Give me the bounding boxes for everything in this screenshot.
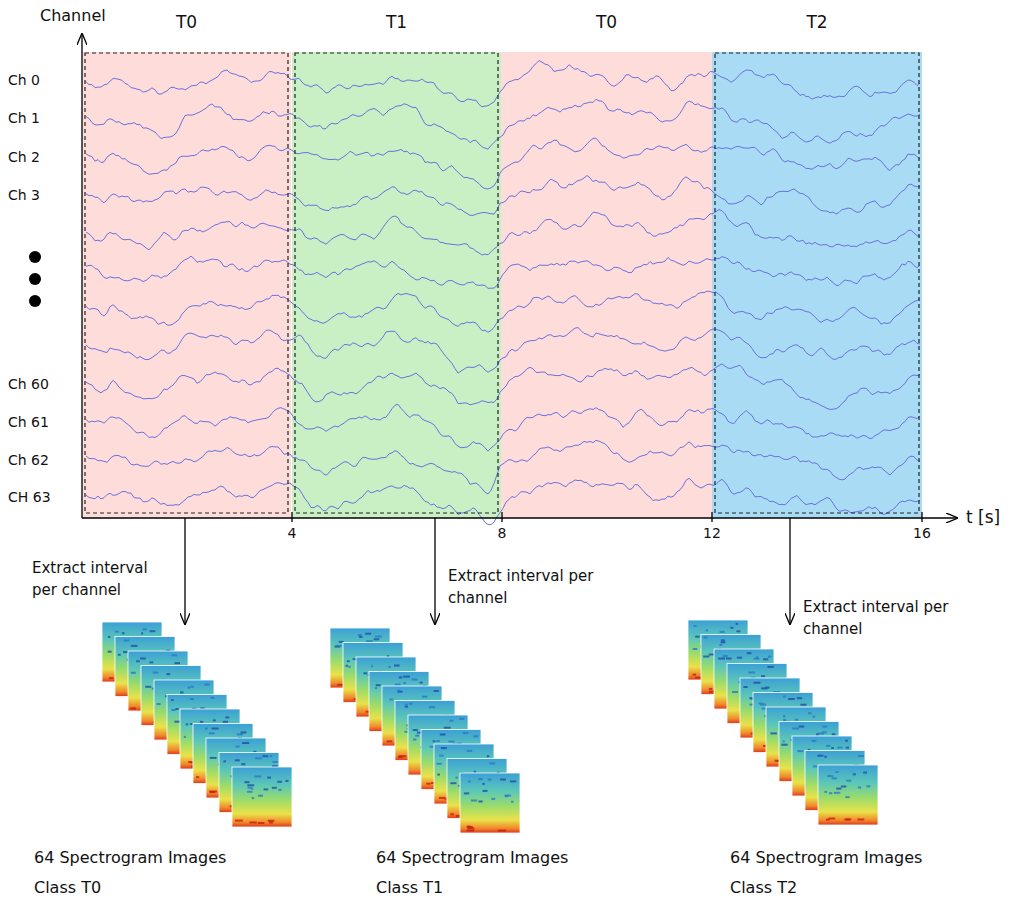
- channel-label: Ch 1: [8, 110, 40, 126]
- edge-label: Extract interval per channel: [448, 566, 598, 610]
- time-band-fill: [82, 52, 291, 518]
- eeg-trace: [86, 404, 920, 451]
- spectrogram-image: [460, 773, 520, 833]
- class-header: T0: [82, 12, 291, 32]
- eeg-trace: [86, 210, 920, 256]
- channel-label: Ch 61: [8, 414, 49, 430]
- channel-label: CH 63: [8, 489, 51, 505]
- eeg-trace: [86, 256, 920, 288]
- eeg-trace: [86, 61, 920, 107]
- extract-arrow: [434, 518, 435, 624]
- edge-label: Extract interval per channel: [803, 597, 953, 641]
- eeg-trace: [86, 328, 920, 374]
- class-label: Class T1: [376, 878, 443, 897]
- class-header: T1: [292, 12, 501, 32]
- channel-label: Ch 62: [8, 452, 49, 468]
- stack-caption: 64 Spectrogram Images: [730, 848, 922, 867]
- time-band: T0: [82, 52, 291, 518]
- time-band: T0: [501, 52, 712, 518]
- extract-window: [295, 53, 498, 513]
- channel-label: Ch 3: [8, 187, 40, 203]
- class-label: Class T2: [730, 878, 797, 897]
- eeg-trace: [86, 138, 920, 189]
- extract-arrow: [184, 518, 185, 624]
- extract-arrow: [789, 518, 790, 624]
- edge-label: Extract interval per channel: [32, 558, 177, 602]
- eeg-trace: [86, 364, 920, 410]
- channel-label: Ch 2: [8, 149, 40, 165]
- tick-label: 12: [703, 525, 721, 541]
- eeg-trace: [86, 99, 920, 149]
- spectrogram-image: [818, 765, 878, 825]
- stack-caption: 64 Spectrogram Images: [34, 848, 226, 867]
- spectrogram-stack: 64 Spectrogram ImagesClass T0: [30, 620, 310, 904]
- extract-window: [85, 53, 288, 513]
- time-band: T2: [712, 52, 922, 518]
- eeg-trace: [86, 176, 920, 216]
- eeg-trace: [86, 440, 920, 494]
- tick-label: 4: [288, 525, 297, 541]
- class-header: T0: [501, 12, 712, 32]
- class-header: T2: [712, 12, 922, 32]
- spectrogram-stack: 64 Spectrogram ImagesClass T1: [372, 620, 652, 904]
- axis-title: t [s]: [966, 507, 1000, 527]
- time-band-fill: [292, 52, 501, 518]
- time-band-fill: [501, 52, 712, 518]
- stack-caption: 64 Spectrogram Images: [376, 848, 568, 867]
- time-band-fill: [712, 52, 922, 518]
- extract-window: [715, 53, 919, 513]
- spectrogram-image: [232, 767, 292, 827]
- time-band: T1: [292, 52, 501, 518]
- class-label: Class T0: [34, 878, 101, 897]
- axis-title: Channel: [40, 6, 106, 25]
- tick-label: 16: [913, 525, 931, 541]
- tick-label: 8: [498, 525, 507, 541]
- channel-label: Ch 60: [8, 376, 49, 392]
- eeg-trace: [86, 291, 920, 332]
- channel-label: Ch 0: [8, 72, 40, 88]
- spectrogram-stack: 64 Spectrogram ImagesClass T2: [726, 620, 996, 904]
